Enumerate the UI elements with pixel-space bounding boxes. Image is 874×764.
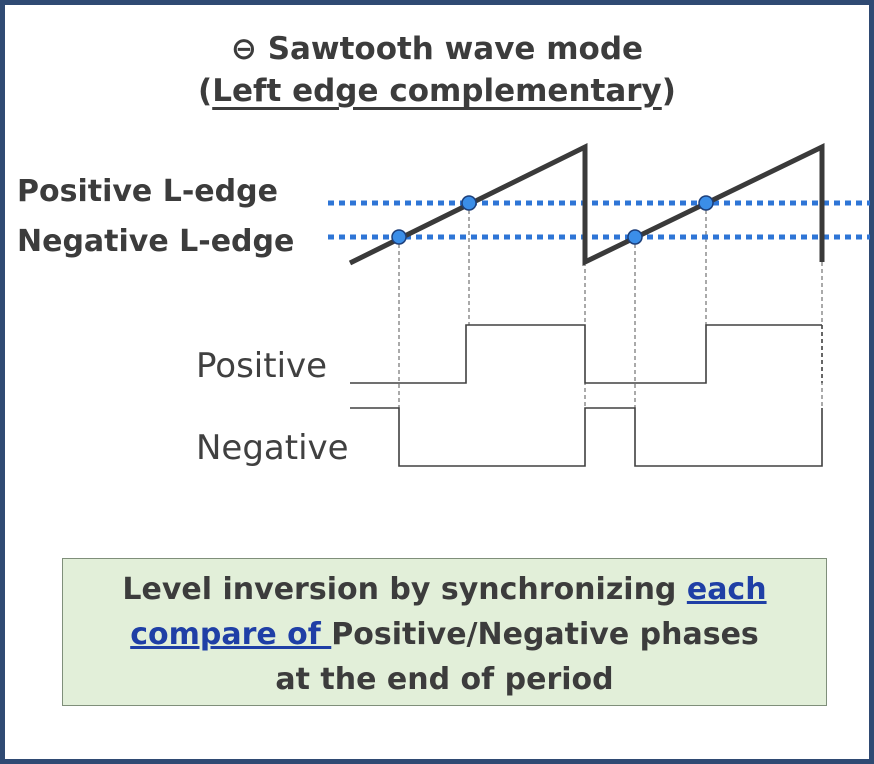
marker-negative-cross-1 <box>391 229 407 245</box>
note-highlight: each compare of <box>130 572 767 652</box>
title-mode-name: Left edge complementary <box>212 73 662 109</box>
positive-l-edge-label: Positive L-edge <box>17 174 278 209</box>
title-line-1: ⊖ Sawtooth wave mode <box>230 31 644 67</box>
note-box: Level inversion by synchronizing each co… <box>62 558 827 706</box>
note-text-part2: Positive/Negative phases <box>331 617 759 652</box>
negative-wave-label: Negative <box>196 428 349 468</box>
positive-output-waveform <box>350 324 822 384</box>
title-line-2: (Left edge complementary) <box>0 70 874 112</box>
positive-wave-label: Positive <box>196 346 328 386</box>
marker-negative-cross-2 <box>627 229 643 245</box>
negative-output-waveform <box>350 407 823 467</box>
marker-positive-cross-2 <box>698 195 714 211</box>
title-close-paren: ) <box>661 73 676 109</box>
negative-l-edge-label: Negative L-edge <box>17 224 295 259</box>
guide-lines <box>398 203 823 466</box>
sawtooth-wave <box>348 142 825 266</box>
note-text-part3: at the end of period <box>275 662 614 697</box>
marker-positive-cross-1 <box>461 195 477 211</box>
note-text-part1: Level inversion by synchronizing <box>122 572 687 607</box>
title-open-paren: ( <box>198 73 213 109</box>
diagram-title: ⊖ Sawtooth wave mode (Left edge compleme… <box>0 28 874 112</box>
